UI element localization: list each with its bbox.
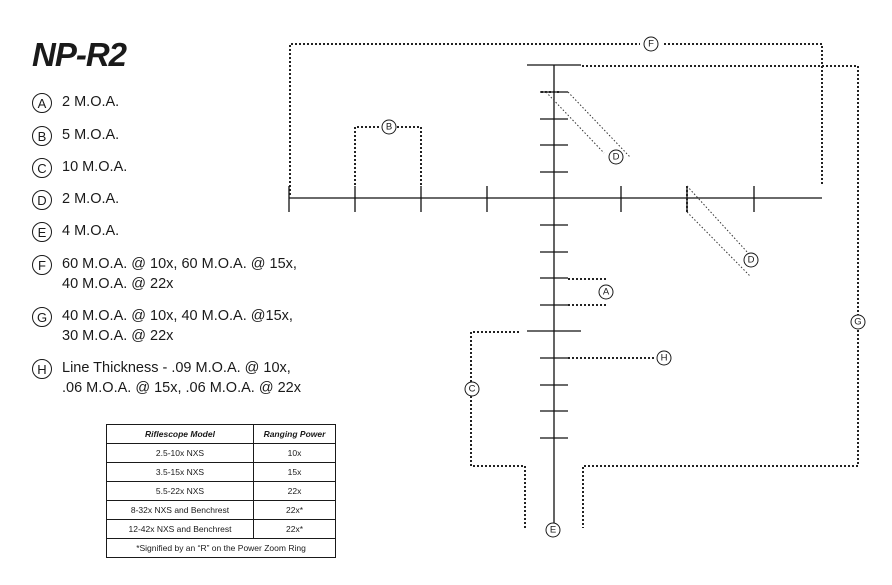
bracket-b (354, 126, 422, 185)
legend-line: 10 M.O.A. (62, 159, 128, 175)
leader-a (568, 278, 607, 306)
legend-line: .06 M.O.A. @ 15x, .06 M.O.A. @ 22x (62, 380, 301, 396)
table-row: 8-32x NXS and Benchrest 22x* (106, 500, 336, 520)
legend-item-c: C 10 M.O.A. (32, 157, 127, 178)
label-f: F (643, 36, 659, 52)
table-footnote-row: *Signified by an “R” on the Power Zoom R… (106, 538, 336, 558)
label-d-lower: D (743, 252, 759, 268)
legend-text-f: 60 M.O.A. @ 10x, 60 M.O.A. @ 15x, 40 M.O… (62, 254, 297, 294)
page-title: NP-R2 (32, 36, 127, 73)
legend-badge-e: E (32, 222, 52, 242)
legend-text-b: 5 M.O.A. (62, 125, 119, 145)
legend-text-d: 2 M.O.A. (62, 189, 119, 209)
legend-item-g: G 40 M.O.A. @ 10x, 40 M.O.A. @15x, 30 M.… (32, 306, 293, 346)
legend-line: 2 M.O.A. (62, 94, 120, 110)
label-e: E (545, 522, 561, 538)
table-footnote: *Signified by an “R” on the Power Zoom R… (106, 538, 336, 558)
label-h-text: H (661, 353, 668, 364)
legend-text-g: 40 M.O.A. @ 10x, 40 M.O.A. @15x, 30 M.O.… (62, 306, 293, 346)
legend-item-d: D 2 M.O.A. (32, 189, 119, 210)
label-b-text: B (386, 122, 392, 133)
label-a: A (598, 284, 614, 300)
legend-item-b: B 5 M.O.A. (32, 125, 119, 146)
crosshair (288, 64, 822, 528)
legend-item-e: E 4 M.O.A. (32, 221, 119, 242)
legend-line: 40 M.O.A. @ 22x (62, 276, 174, 292)
legend-badge-a: A (32, 93, 52, 113)
legend-item-a: A 2 M.O.A. (32, 92, 119, 113)
table-row: 2.5-10x NXS 10x (106, 443, 336, 463)
legend-badge-h: H (32, 359, 52, 379)
bracket-f (289, 43, 823, 195)
label-c: C (464, 381, 480, 397)
legend-line: 4 M.O.A. (62, 223, 120, 239)
label-d-lower-text: D (748, 255, 755, 266)
riflescope-table: Riflescope Model Ranging Power 2.5-10x N… (106, 424, 336, 558)
legend-line: 30 M.O.A. @ 22x (62, 328, 174, 344)
label-h: H (656, 350, 672, 366)
label-f-text: F (648, 39, 654, 50)
legend-line: 2 M.O.A. (62, 191, 120, 207)
label-b: B (381, 119, 397, 135)
legend-badge-c: C (32, 158, 52, 178)
leader-d-upper (541, 91, 631, 158)
legend-text-a: 2 M.O.A. (62, 92, 119, 112)
legend-item-f: F 60 M.O.A. @ 10x, 60 M.O.A. @ 15x, 40 M… (32, 254, 297, 294)
label-a-text: A (603, 287, 610, 298)
label-c-text: C (469, 384, 476, 395)
legend-line: Line Thickness - .09 M.O.A. @ 10x, (62, 360, 291, 376)
legend-badge-b: B (32, 126, 52, 146)
label-g-text: G (854, 317, 861, 328)
label-g: G (850, 314, 866, 330)
legend-badge-g: G (32, 307, 52, 327)
label-e-text: E (550, 525, 556, 536)
legend-text-e: 4 M.O.A. (62, 221, 119, 241)
legend-line: 5 M.O.A. (62, 127, 120, 143)
legend-item-h: H Line Thickness - .09 M.O.A. @ 10x, .06… (32, 358, 301, 398)
legend-line: 60 M.O.A. @ 10x, 60 M.O.A. @ 15x, (62, 256, 297, 272)
legend-text-c: 10 M.O.A. (62, 157, 127, 177)
legend-badge-d: D (32, 190, 52, 210)
table-row: 5.5-22x NXS 22x (106, 481, 336, 501)
legend-text-h: Line Thickness - .09 M.O.A. @ 10x, .06 M… (62, 358, 301, 398)
legend-badge-f: F (32, 255, 52, 275)
bracket-g (470, 65, 859, 528)
legend-line: 40 M.O.A. @ 10x, 40 M.O.A. @15x, (62, 308, 293, 324)
leader-d-lower (686, 185, 751, 277)
label-d-upper-text: D (613, 152, 620, 163)
label-d-upper: D (608, 149, 624, 165)
table-row: 12-42x NXS and Benchrest 22x* (106, 519, 336, 539)
